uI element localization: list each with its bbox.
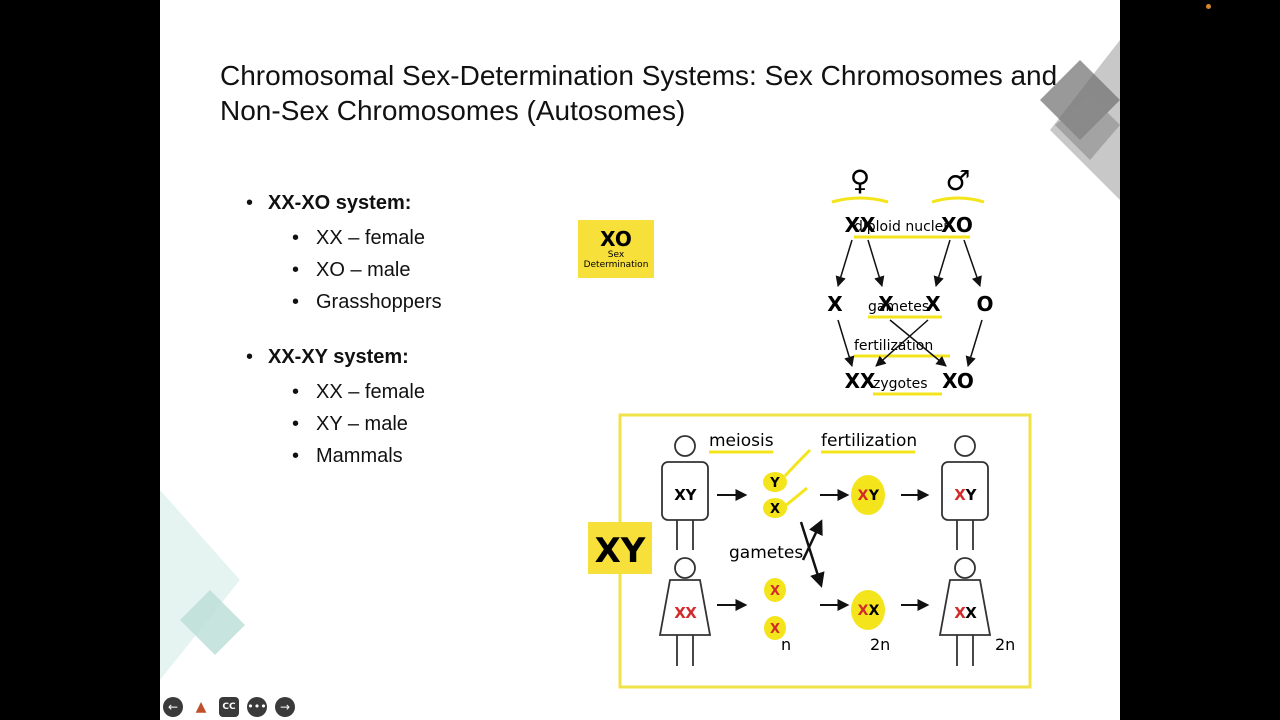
xo-diagram: XO Sex Determination diploid nuclei game… — [578, 219, 970, 396]
zygote-y: Y — [868, 488, 880, 504]
label-zygotes: zygotes — [873, 376, 927, 392]
pen-icon[interactable]: ▲ — [195, 699, 207, 715]
male-bracket — [931, 196, 985, 204]
xo-item-organism: Grasshoppers — [246, 286, 442, 318]
xo-item-male: XO – male — [246, 254, 442, 286]
gamete-o: O — [976, 292, 993, 316]
offspring-male-x: X — [954, 486, 966, 504]
gamete-x-2: X — [878, 292, 894, 316]
parent-female-chromosomes: XX — [845, 213, 876, 237]
offspring-male-y: Y — [965, 486, 978, 504]
label-meiosis: meiosis — [709, 431, 774, 451]
label-xy-fertilization: fertilization — [821, 431, 917, 451]
gamete-x-3: X — [925, 292, 941, 316]
xo-cross-chart: ♀ ♂ XX XO X X X O XX XO — [827, 164, 993, 393]
label-diploid-nuclei: diploid nuclei — [854, 219, 947, 235]
presentation-controls: ← ▲ CC ••• → — [160, 694, 320, 720]
more-icon[interactable]: ••• — [247, 697, 267, 717]
captions-button[interactable]: CC — [219, 697, 239, 717]
slide: Chromosomal Sex-Determination Systems: S… — [160, 0, 1120, 720]
offspring-male-icon — [941, 435, 989, 550]
xy-item-organism: Mammals — [246, 440, 425, 472]
xy-badge: XY — [595, 531, 646, 571]
status-dot — [1206, 4, 1211, 9]
xo-system-list: XX-XO system: XX – female XO – male Gras… — [246, 188, 442, 318]
xo-badge-sub2: Determination — [584, 260, 649, 270]
female-chr-x1: X — [674, 604, 686, 622]
arrow-left-icon[interactable]: ← — [163, 697, 183, 717]
slide-title: Chromosomal Sex-Determination Systems: S… — [220, 60, 1058, 126]
xo-badge-title: XO — [600, 227, 632, 251]
female-figure-icon — [658, 557, 712, 666]
xo-badge-sub1: Sex — [608, 250, 625, 260]
xy-system-heading: XX-XY system: — [246, 342, 425, 376]
xo-system-heading: XX-XO system: — [246, 188, 442, 222]
male-chr-y: Y — [685, 486, 698, 504]
zygote-male: XO — [942, 369, 974, 393]
xy-badge-box — [588, 522, 652, 574]
zygote-x: X — [858, 488, 869, 504]
label-gametes: gametes — [868, 299, 929, 315]
sperm-y: Y — [769, 476, 780, 491]
zygote-x-a: X — [858, 603, 869, 619]
xo-badge: XO Sex Determination — [578, 220, 654, 278]
female-bracket — [831, 196, 889, 204]
male-symbol-icon: ♂ — [945, 164, 970, 197]
offspring-female-x1: X — [954, 604, 966, 622]
label-xy-gametes: gametes — [729, 543, 803, 563]
xy-item-male: XY – male — [246, 408, 425, 440]
corner-decoration-bottom — [160, 490, 245, 680]
male-chr-x: X — [674, 486, 686, 504]
arrow-right-icon[interactable]: → — [275, 697, 295, 717]
female-chr-x2: X — [685, 604, 697, 622]
corner-decoration-top — [1040, 0, 1120, 200]
ploidy-2n-left: 2n — [870, 635, 890, 654]
ploidy-n: n — [781, 635, 791, 654]
egg-x2: X — [770, 622, 780, 637]
egg-x1: X — [770, 584, 780, 599]
offspring-female-icon — [938, 557, 992, 666]
zygote-female: XX — [845, 369, 876, 393]
parent-male-chromosomes: XO — [941, 213, 973, 237]
zygote-x-b: X — [869, 603, 880, 619]
ploidy-2n-right: 2n — [995, 635, 1015, 654]
sperm-x: X — [770, 502, 780, 517]
gamete-x-1: X — [827, 292, 843, 316]
xo-item-female: XX – female — [246, 222, 442, 254]
female-symbol-icon: ♀ — [850, 164, 871, 197]
offspring-female-x2: X — [965, 604, 977, 622]
xy-system-list: XX-XY system: XX – female XY – male Mamm… — [246, 342, 425, 472]
xy-diagram: XY meiosis fertilization gametes X Y X X… — [588, 413, 1032, 689]
male-figure-icon — [661, 435, 709, 550]
xy-item-female: XX – female — [246, 376, 425, 408]
label-fertilization: fertilization — [854, 338, 933, 354]
